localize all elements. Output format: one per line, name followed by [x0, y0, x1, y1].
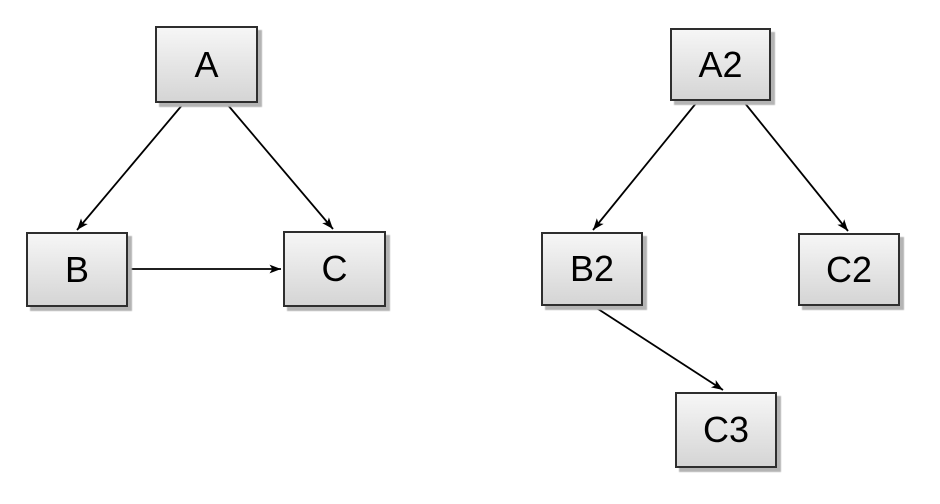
- node-label-C: C: [321, 248, 348, 289]
- node-label-B2: B2: [569, 248, 615, 289]
- edge-A2-C2[interactable]: [743, 101, 849, 232]
- node-B2[interactable]: B2: [541, 232, 643, 306]
- node-B[interactable]: B: [26, 232, 128, 307]
- node-label-A: A: [194, 43, 219, 85]
- node-A2[interactable]: A2: [670, 28, 771, 101]
- node-label-C3: C3: [702, 409, 750, 450]
- node-label-C2: C2: [825, 248, 873, 290]
- edge-A-C[interactable]: [226, 103, 334, 230]
- edge-B2-C3[interactable]: [594, 306, 724, 391]
- edge-A-B[interactable]: [76, 103, 184, 231]
- node-C2[interactable]: C2: [798, 233, 900, 306]
- node-C[interactable]: C: [283, 231, 386, 307]
- edge-A2-B2[interactable]: [592, 101, 698, 231]
- node-A[interactable]: A: [155, 26, 258, 103]
- node-label-A2: A2: [698, 43, 743, 85]
- node-C3[interactable]: C3: [675, 392, 777, 468]
- node-label-B: B: [64, 248, 89, 290]
